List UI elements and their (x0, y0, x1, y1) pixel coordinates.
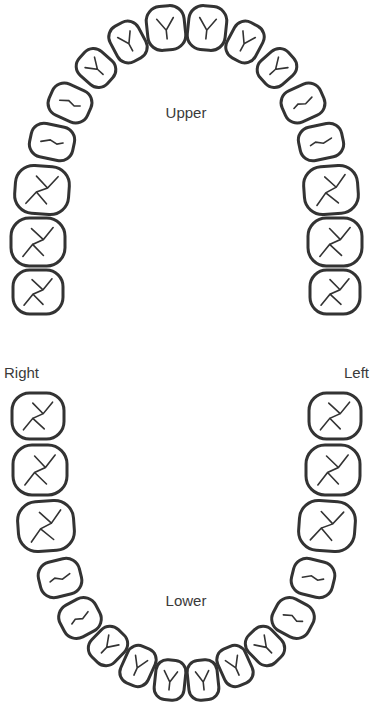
tooth-fissure (70, 612, 89, 625)
tooth-crown (277, 79, 329, 127)
tooth-crown (145, 4, 187, 52)
tooth-fissure (29, 510, 62, 542)
arch-label: Lower (166, 592, 207, 610)
tooth-fissure (128, 655, 148, 678)
tooth-outline (252, 43, 302, 92)
tooth-crown (297, 499, 356, 553)
tooth-crown (309, 393, 361, 439)
tooth-crown (302, 164, 359, 216)
side-label: Right (4, 364, 39, 382)
tooth-fissure (315, 175, 347, 206)
tooth-fissure (49, 574, 70, 583)
tooth-outline (13, 164, 70, 216)
tooth-outline (13, 445, 67, 495)
tooth-outline (308, 218, 362, 266)
tooth-outline (71, 43, 121, 92)
tooth-outline (153, 659, 187, 702)
tooth-fissure (162, 671, 177, 691)
tooth-crown (13, 445, 67, 495)
tooth-crown (308, 218, 362, 266)
tooth-outline (35, 555, 84, 600)
tooth-fissure (310, 138, 332, 146)
tooth-crown (27, 121, 77, 163)
tooth-crown (11, 218, 65, 266)
tooth-outline (11, 218, 65, 266)
tooth-crown (71, 43, 121, 92)
tooth-fissure (321, 279, 349, 305)
tooth-fissure (118, 31, 139, 54)
tooth-outline (277, 79, 329, 127)
tooth-fissure (25, 455, 55, 485)
tooth-fissure (196, 671, 211, 691)
tooth-crown (306, 445, 360, 495)
tooth-crown (12, 393, 64, 439)
tooth-crown (44, 79, 96, 127)
tooth-outline (296, 121, 346, 163)
tooth-outline (288, 555, 337, 600)
tooth-crown (13, 270, 63, 314)
tooth-outline (310, 270, 360, 314)
side-label: Left (344, 364, 369, 382)
tooth-crown (252, 43, 302, 92)
tooth-fissure (41, 138, 63, 146)
tooth-outline (27, 121, 77, 163)
tooth-outline (145, 4, 187, 52)
tooth-crown (186, 4, 228, 52)
tooth-outline (306, 445, 360, 495)
tooth-fissure (302, 574, 323, 583)
tooth-fissure (310, 510, 343, 542)
tooth-fissure (225, 655, 245, 678)
tooth-crown (16, 499, 75, 553)
tooth-fissure (198, 17, 217, 39)
tooth-outline (309, 393, 361, 439)
tooth-outline (297, 499, 356, 553)
tooth-fissure (60, 97, 81, 109)
tooth-fissure (254, 635, 277, 658)
tooth-fissure (23, 228, 53, 257)
tooth-crown (35, 555, 84, 600)
tooth-fissure (320, 228, 350, 257)
tooth-outline (186, 659, 220, 702)
tooth-crown (267, 593, 319, 644)
tooth-outline (54, 593, 106, 644)
tooth-outline (267, 593, 319, 644)
tooth-fissure (320, 402, 349, 430)
tooth-fissure (85, 57, 108, 79)
tooth-fissure (24, 279, 52, 305)
tooth-crown (296, 121, 346, 163)
arch-label: Upper (166, 104, 207, 122)
tooth-fissure (26, 175, 58, 206)
tooth-fissure (157, 17, 176, 39)
tooth-fissure (234, 31, 255, 54)
tooth-crown (153, 659, 187, 702)
tooth-crown (288, 555, 337, 600)
tooth-outline (13, 270, 63, 314)
tooth-fissure (293, 97, 314, 109)
tooth-fissure (96, 635, 119, 658)
tooth-outline (44, 79, 96, 127)
tooth-fissure (265, 57, 288, 79)
tooth-crown (54, 593, 106, 644)
tooth-fissure (23, 402, 52, 430)
tooth-fissure (318, 455, 348, 485)
tooth-outline (186, 4, 228, 52)
tooth-outline (302, 164, 359, 216)
tooth-outline (16, 499, 75, 553)
tooth-outline (12, 393, 64, 439)
tooth-fissure (283, 612, 302, 625)
tooth-crown (310, 270, 360, 314)
tooth-crown (13, 164, 70, 216)
tooth-crown (186, 659, 220, 702)
